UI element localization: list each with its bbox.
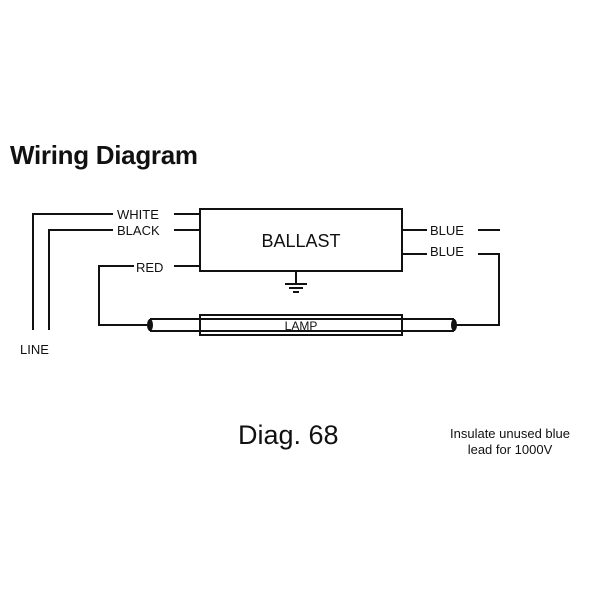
lamp-end-cap-right: [451, 319, 457, 331]
red-wire: [98, 265, 200, 326]
white-wire: [32, 213, 200, 330]
blue-wire-2-label: BLUE: [430, 244, 464, 259]
lamp-label: LAMP: [285, 319, 318, 333]
insulate-note-line-2: lead for 1000V: [467, 442, 553, 457]
line-label: LINE: [20, 342, 49, 357]
lamp-end-cap-left: [147, 319, 153, 331]
white-wire-label: WHITE: [117, 207, 159, 222]
insulate-note: Insulate unused blue lead for 1000V: [430, 426, 590, 458]
ballast-label: BALLAST: [261, 231, 340, 251]
ballast-box: [199, 208, 403, 272]
ground-icon: [285, 271, 307, 293]
page-title: Wiring Diagram: [10, 140, 198, 170]
black-wire-label: BLACK: [117, 223, 160, 238]
insulate-note-line-1: Insulate unused blue: [450, 426, 570, 441]
blue-wire-2: [402, 253, 500, 326]
diagram-number: Diag. 68: [238, 420, 339, 450]
black-wire: [48, 229, 200, 330]
blue-wire-1-label: BLUE: [430, 223, 464, 238]
red-wire-label: RED: [136, 260, 163, 275]
